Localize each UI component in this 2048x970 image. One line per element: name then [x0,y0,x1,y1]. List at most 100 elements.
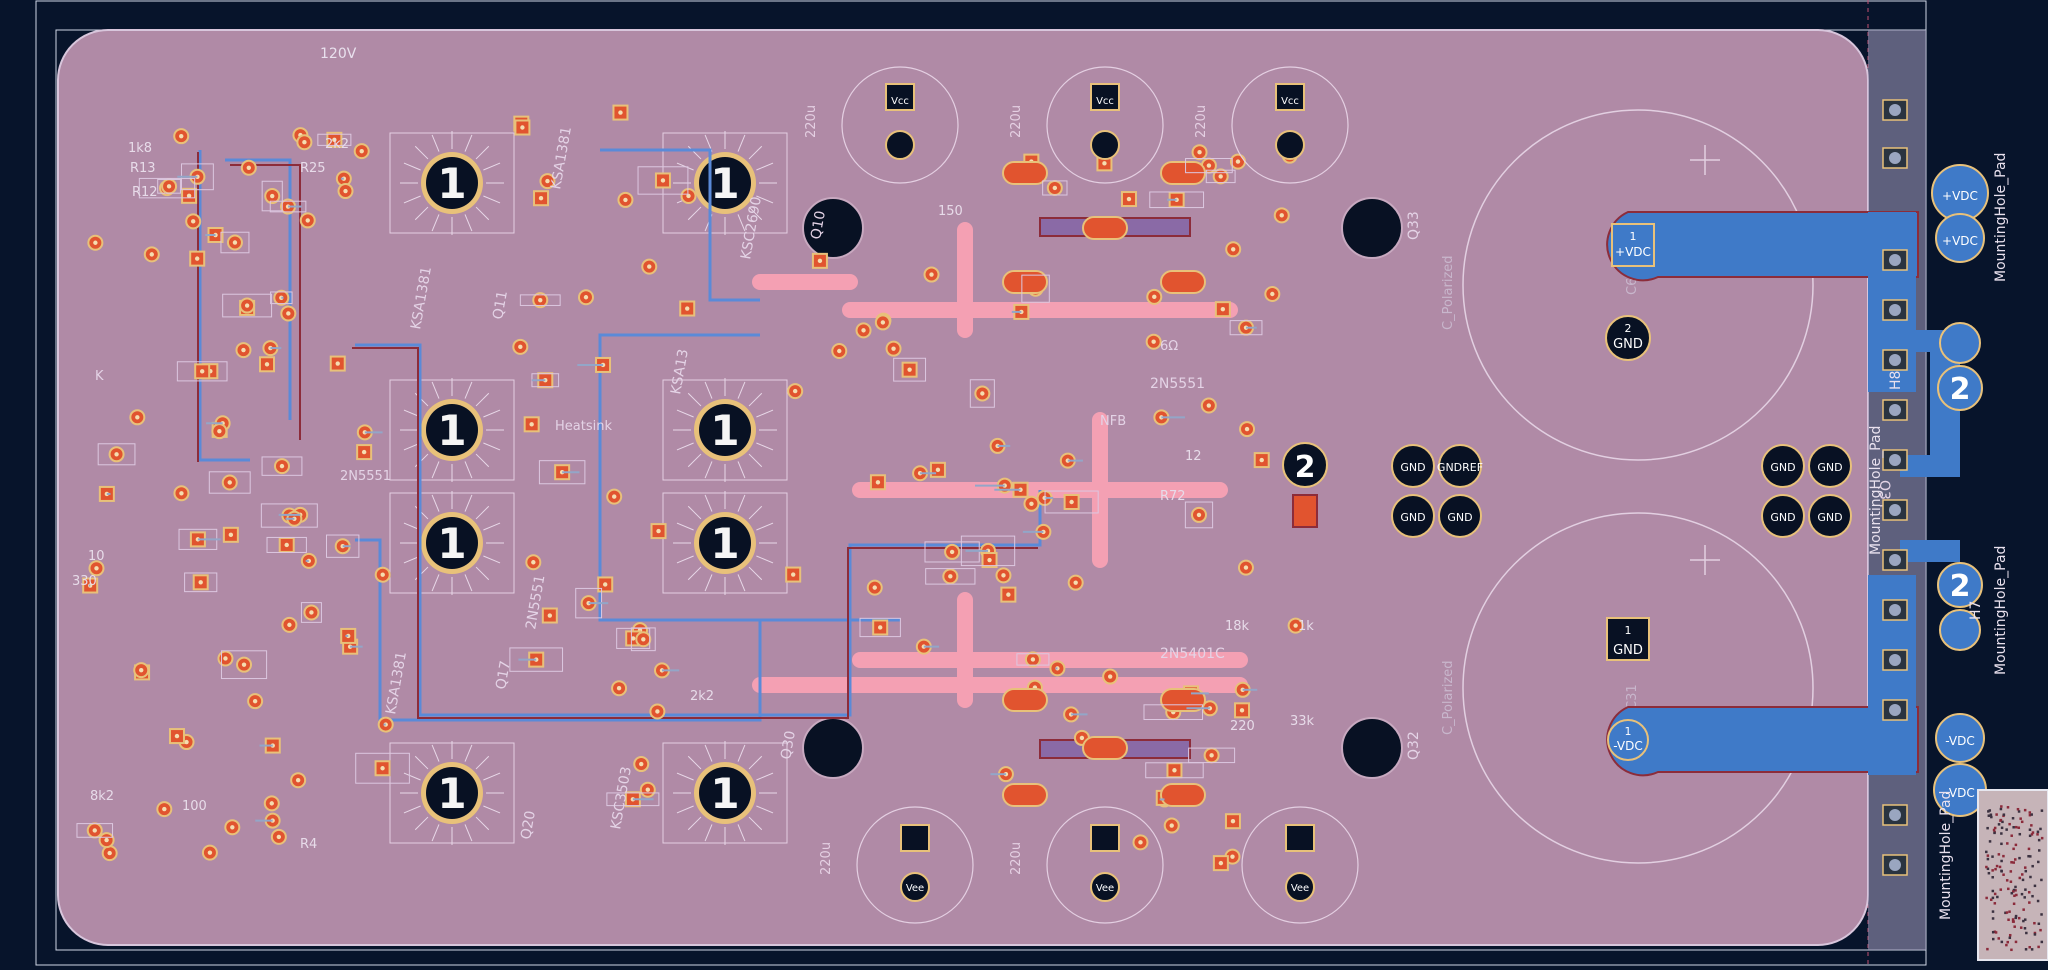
voltage-label: 120V [320,46,357,62]
big-capacitors [1462,109,1814,864]
gnd-pad: GND [1391,444,1435,488]
component-outline [1184,501,1214,529]
silkscreen-misc-label: K [95,369,104,384]
heatsink-ray [431,214,440,232]
pad-drill [538,196,544,201]
thumb-dot [2015,893,2018,897]
heatsink-ray [464,461,473,479]
pad-drill [1244,426,1250,432]
component-outline [538,460,586,485]
silkscreen-resistor-label: 2k2 [690,689,714,704]
cap-pad-round [1285,872,1315,902]
component-outline [269,200,307,213]
cap-outline [841,66,959,184]
thumb-dot [2006,806,2010,809]
thumb-dot [2000,826,2004,830]
pad-drill [1126,196,1132,202]
heatsink-ray [475,145,490,160]
terminal-gnd-bottom[interactable]: 1 GND [1606,617,1650,661]
component-outline [924,541,980,563]
cap-pad-square [900,824,930,852]
silkscreen-resistor-label: R13 [130,161,156,176]
gnd-pad-label: GNDREF [1437,461,1483,474]
heatsink-ray [737,381,746,399]
pad-drill [114,452,119,457]
connector-pad-hole [1889,604,1901,616]
thumb-dot [2018,832,2022,836]
gnd-pad-label: GND [1817,511,1842,524]
thumb-dot [2024,869,2028,873]
heatsink-ray [676,442,694,451]
silkscreen-resistor-label: 330 [72,574,97,589]
thumb-dot [2005,943,2008,947]
pad-drill [1209,753,1214,758]
pad-drill [207,850,213,855]
heatsink-ray [414,755,429,770]
thumb-dot [1991,869,1994,872]
heatsink-ray [756,195,774,204]
pad-drill [639,761,644,767]
silkscreen-transistor-label: Q20 [518,810,539,841]
thumb-dot [2013,925,2016,928]
board-preview-thumbnail[interactable] [1977,789,2048,961]
gnd-pad-ring [1808,494,1852,538]
thumb-dot [2011,816,2015,820]
pad-drill [875,480,881,485]
transistor-pad [426,767,478,819]
transistor-pad [699,767,751,819]
component-outline [1188,747,1236,764]
silkscreen-transistor-label: Q11 [490,290,511,321]
cap-outline [856,806,974,924]
thumb-dot [2028,811,2032,814]
terminal-gnd-top[interactable]: 2 GND [1605,315,1651,361]
connector-pad-hole [1889,859,1901,871]
pad-drill [877,625,883,630]
thumb-dot [2030,948,2034,951]
connector-strip [1868,30,1926,950]
gnd-pad-ring [1808,444,1852,488]
heatsink-ray [414,206,429,221]
heatsink-ray [403,772,421,781]
gnd-pad-label: GND [1400,511,1425,524]
pad-drill [547,613,553,618]
pad-drill [199,369,205,374]
cap-pad-round [1275,130,1305,160]
heatsink-ray [475,206,490,221]
heatsink-ray [483,162,501,171]
connector-pad-hole [1889,809,1901,821]
pad-drill [302,140,307,145]
heatsink-ray [704,461,713,479]
terminal-minus-vdc[interactable]: 1 -VDC [1607,719,1649,761]
thumb-dot [2036,830,2040,834]
heatsink-ray [737,134,746,152]
pad-drill [380,572,385,577]
pad-drill [1055,666,1060,671]
pad-drill [285,204,291,209]
silkscreen-resistor-label: R4 [300,837,317,852]
heatsink-ray [687,505,702,520]
thumb-dot [2014,858,2017,861]
pad-drill [603,582,608,587]
connector-pad-hole [1889,304,1901,316]
component-outline [220,231,250,254]
oval-pad [1082,736,1128,760]
pad-drill [1220,306,1226,312]
thumb-dot [2010,891,2014,895]
terminal-plus-vdc[interactable]: 1 +VDC [1611,223,1655,267]
thumb-dot [2028,834,2032,838]
output-pad: 2 [1282,442,1328,528]
component-outline [138,177,196,199]
pad-drill [660,178,666,183]
cap-pad-label: Vcc [1096,96,1114,107]
connector-pad-hole [1889,554,1901,566]
pad-drill [228,532,234,538]
cap-pad-round [885,130,915,160]
pad-drill [1052,185,1058,191]
pad-drill [305,218,310,223]
thumb-dot [1993,892,1997,896]
thumb-dot [2023,866,2027,869]
